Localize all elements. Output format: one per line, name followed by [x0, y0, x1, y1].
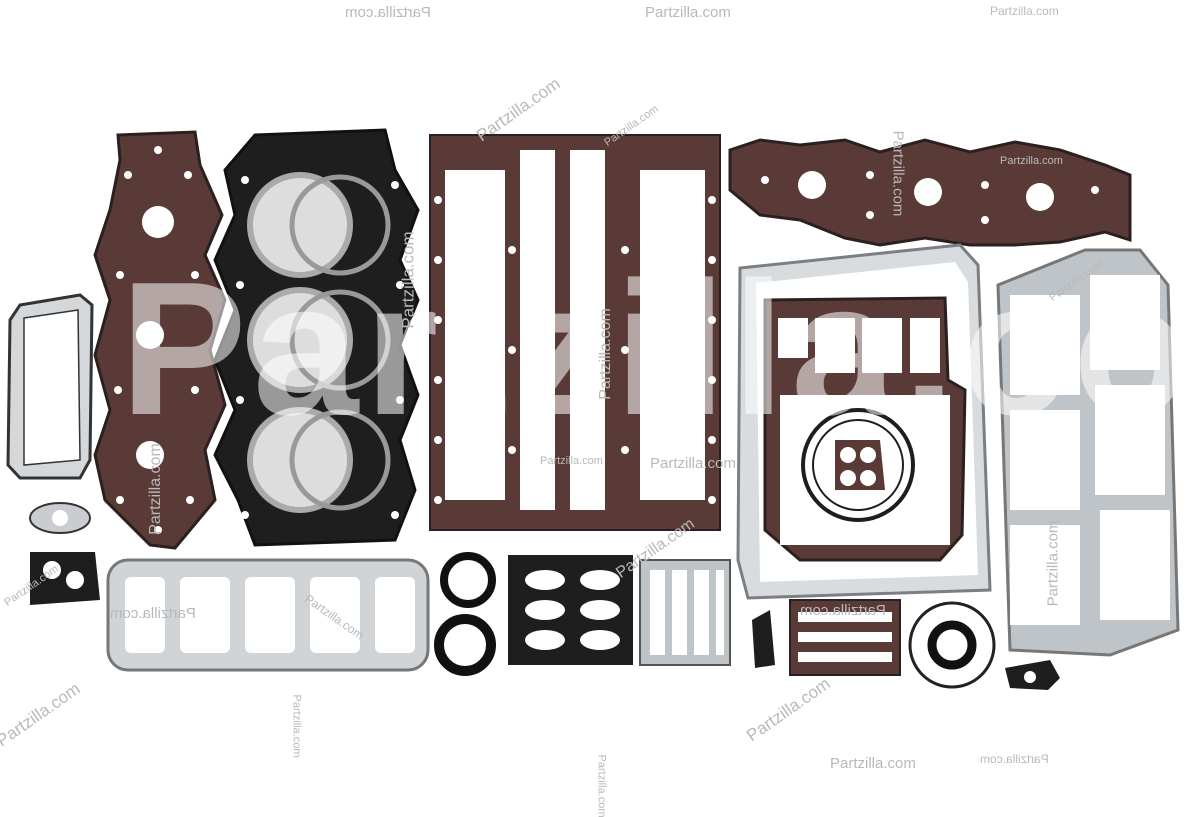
- cylinder-head-gasket: [213, 128, 420, 547]
- exhaust-plate-gasket: [429, 134, 721, 531]
- intake-manifold-gasket: [106, 558, 430, 672]
- bar-gasket-set: [789, 599, 901, 676]
- watermark-left-vertical: Partzilla.com: [146, 443, 164, 535]
- product-photo: Partzilla.com Partzilla.com Partzilla.co…: [0, 4, 1200, 817]
- watermark-bottom-right: Partzilla.com: [830, 755, 916, 772]
- exhaust-cover-gasket-left: [93, 130, 227, 550]
- cylinder-block-gasket: [763, 296, 967, 562]
- watermark-top-left: Partzilla.com: [345, 4, 431, 21]
- carburetor-gasket-stack: [508, 555, 633, 665]
- oval-cover-gasket: [6, 293, 94, 480]
- watermark-bottom-vertical: Partzilla.com: [290, 694, 303, 758]
- watermark-top-right: Partzilla.com: [990, 4, 1059, 18]
- watermark-right-small: Partzilla.com: [1000, 155, 1063, 167]
- watermark-bar-mirrored: Partzilla.com: [800, 602, 886, 619]
- small-gasket-2-hole-1: [43, 561, 61, 579]
- small-gasket-2-hole-2: [66, 571, 84, 589]
- watermark-right-vertical: Partzilla.com: [1044, 520, 1062, 607]
- small-rectangle-gaskets: [639, 559, 731, 666]
- watermark-center-small: Partzilla.com: [540, 455, 603, 467]
- watermark-center: Partzilla.com: [650, 455, 736, 472]
- head-cover-gasket-top: [728, 138, 1132, 247]
- reed-valve-gasket: [996, 248, 1180, 657]
- watermark-bottom-center-vertical: Partzilla.com: [595, 754, 608, 817]
- small-black-gasket-2-hole: [1024, 671, 1036, 683]
- small-gasket-1-hole: [52, 510, 68, 526]
- watermark-vertical-3: Partzilla.com: [889, 130, 907, 217]
- watermark-bottom-right-mirrored: Partzilla.com: [980, 752, 1049, 766]
- small-black-gasket: [752, 610, 775, 668]
- watermark-vertical-1: Partzilla.com: [398, 231, 418, 329]
- watermark-vertical-2: Partzilla.com: [596, 308, 614, 400]
- watermark-top-center: Partzilla.com: [645, 4, 731, 21]
- watermark-large: Partzilla.com: [120, 243, 1200, 455]
- watermark-bottom-mirrored: Partzilla.com: [110, 605, 196, 622]
- oil-seal-2: [434, 614, 496, 676]
- gasket-kit-image: [6, 128, 1180, 690]
- oil-seal-1: [440, 552, 496, 608]
- oil-seal-3: [927, 620, 977, 670]
